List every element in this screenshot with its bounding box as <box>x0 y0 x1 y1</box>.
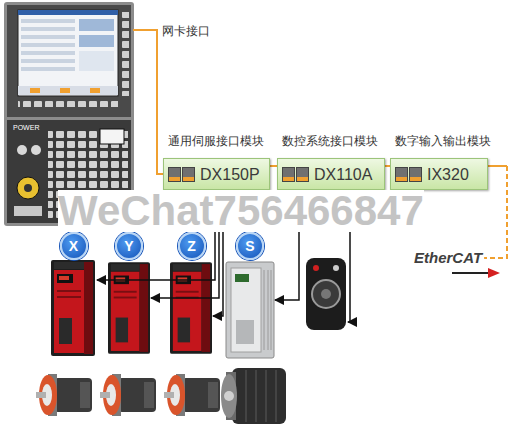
port-icon <box>168 167 181 182</box>
axis-letter: S <box>236 232 264 260</box>
module-name: DX150P <box>200 165 260 184</box>
watermark: WeChat756466847 <box>58 190 424 232</box>
module-box: 数字输入输出模块IX320 <box>390 158 488 190</box>
port-icon <box>182 167 195 182</box>
axis-letter: Y <box>115 232 143 260</box>
port-icon <box>409 167 422 182</box>
module-heading: 数控系统接口模块 <box>282 134 378 148</box>
module-name: IX320 <box>427 165 469 184</box>
module-heading: 数字输入输出模块 <box>395 134 491 148</box>
interface-label: 网卡接口 <box>162 24 210 38</box>
bus-name: EtherCAT <box>414 249 482 267</box>
module-heading: 通用伺服接口模块 <box>168 134 264 148</box>
axis-badge: Y <box>107 232 151 360</box>
bus-logo: EtherCAT <box>412 248 484 268</box>
axis-badge: Z <box>170 232 213 360</box>
port-icon <box>282 167 295 182</box>
module-box: 数控系统接口模块DX110A <box>277 158 385 190</box>
port-icon <box>296 167 309 182</box>
port-icon <box>395 167 408 182</box>
connector-line <box>488 165 507 167</box>
connector <box>270 166 277 167</box>
axis-letter: X <box>60 232 88 260</box>
connector-line <box>270 165 277 167</box>
button-label: POWER <box>13 124 39 132</box>
module-name: DX110A <box>314 165 372 184</box>
axis-badge: X <box>50 232 97 360</box>
module-box: 通用伺服接口模块DX150P <box>163 158 270 190</box>
axis-badge: S <box>225 232 275 360</box>
axis-letter: Z <box>178 232 206 260</box>
